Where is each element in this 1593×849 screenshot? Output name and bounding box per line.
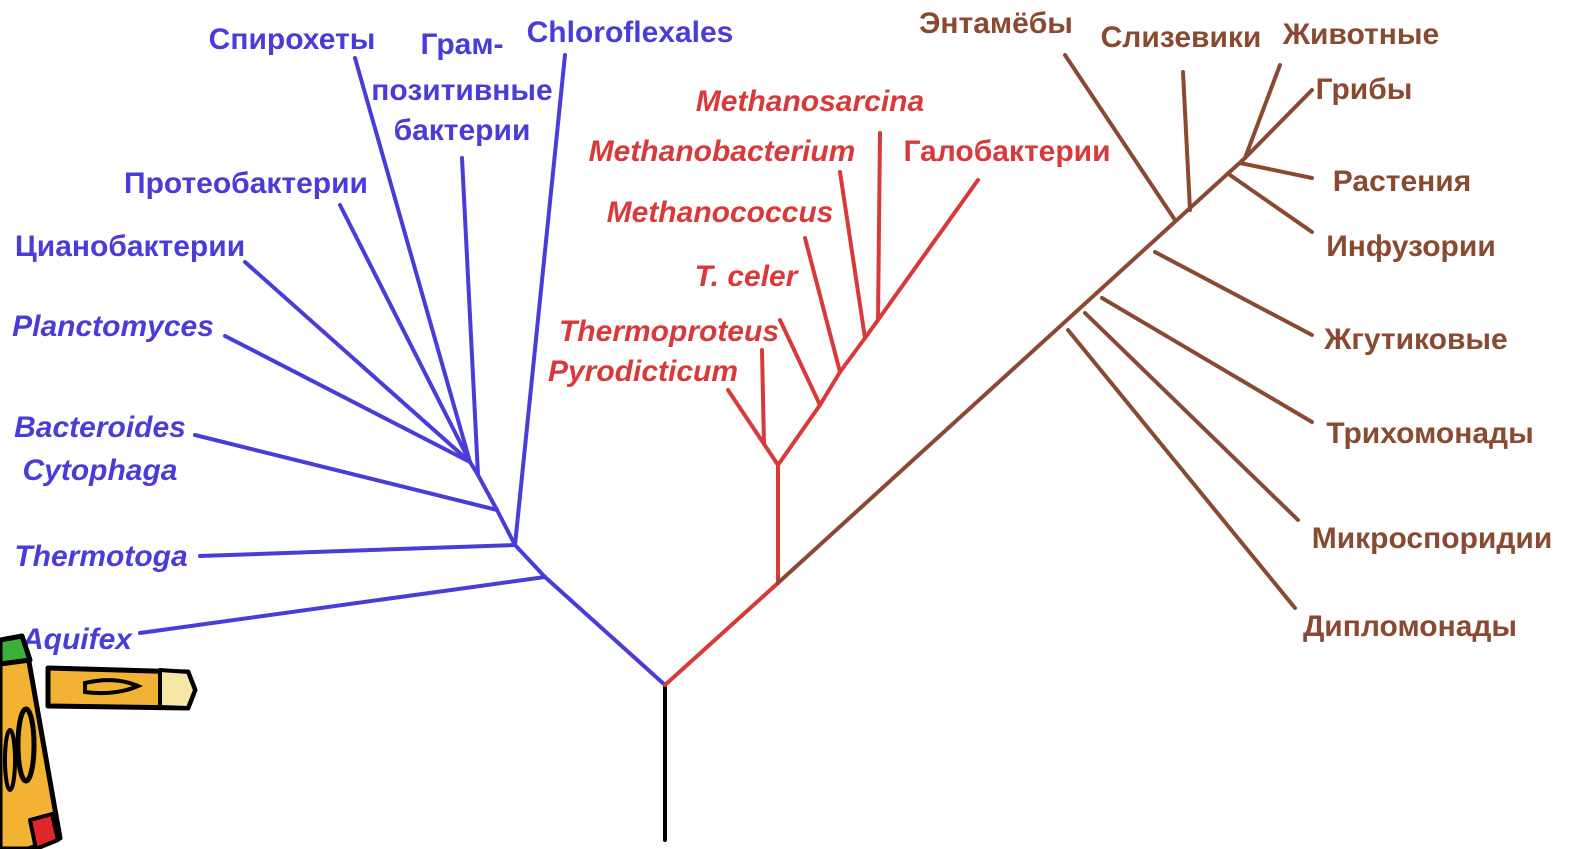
branch-plants [1240, 163, 1312, 178]
branch-methanosarcina [878, 133, 880, 320]
label-methanococcus: Methanococcus [607, 196, 834, 229]
label-microsporidia: Микроспоридии [1312, 522, 1553, 555]
label-flagellates: Жгутиковые [1323, 323, 1508, 356]
branch-fungi [1245, 90, 1312, 158]
label-spirochetes: Спирохеты [209, 23, 376, 56]
label-thermotoga: Thermotoga [14, 540, 187, 573]
branch-animals [1245, 65, 1280, 158]
label-aquifex: Aquifex [21, 623, 133, 656]
branch-thermoproteus [762, 350, 764, 444]
label-ciliates: Инфузории [1326, 230, 1496, 263]
archaea-inner-4 [840, 338, 865, 372]
label-trichomonads: Трихомонады [1326, 417, 1533, 450]
label-thermoproteus: Thermoproteus [559, 315, 779, 348]
label-fungi: Грибы [1316, 73, 1413, 106]
label-gram-positive-line1: Грам- [420, 28, 503, 61]
archaea-stem [665, 583, 778, 685]
label-proteobacteria: Протеобактерии [124, 167, 368, 200]
label-methanobacterium: Methanobacterium [589, 135, 856, 168]
label-methanosarcina: Methanosarcina [696, 85, 924, 118]
branch-diplomonads [1068, 330, 1295, 608]
label-chloroflexales: Chloroflexales [527, 16, 734, 49]
archaea-inner-2 [778, 405, 820, 465]
label-gram-positive-line3: бактерии [394, 114, 531, 147]
branch-gram-positive [462, 158, 478, 475]
label-entamoebae: Энтамёбы [919, 7, 1073, 40]
label-cytophaga: Cytophaga [22, 454, 177, 487]
branch-halobacteria [878, 180, 978, 320]
label-slime-molds: Слизевики [1101, 21, 1262, 54]
branch-thermotoga [200, 545, 515, 556]
label-diplomonads: Дипломонады [1303, 610, 1517, 643]
archaea-inner-3 [820, 372, 840, 405]
label-t-celer: T. celer [695, 260, 800, 293]
branch-methanobacterium [840, 172, 865, 338]
bacteria-inner-1 [515, 545, 545, 577]
bacteria-stem [545, 577, 665, 685]
branch-slime-molds [1183, 72, 1190, 210]
branch-proteobacteria [340, 205, 470, 462]
branch-t-celer [780, 320, 820, 405]
label-cyanobacteria: Цианобактерии [15, 230, 245, 263]
bacteria-inner-2 [497, 510, 515, 545]
branch-pyrodicticum [728, 390, 778, 465]
branch-ciliates [1230, 175, 1312, 232]
branch-microsporidia [1085, 313, 1298, 520]
label-planctomyces: Planctomyces [12, 310, 214, 343]
archaea-inner-5 [865, 320, 878, 338]
label-bacteroides: Bacteroides [14, 411, 186, 444]
label-halobacteria: Галобактерии [903, 135, 1110, 168]
label-gram-positive-line2: позитивные [371, 74, 552, 107]
branch-aquifex [140, 577, 545, 633]
branch-methanococcus [805, 238, 840, 372]
label-plants: Растения [1333, 165, 1471, 198]
pencil-clipart-icon [0, 636, 195, 849]
branch-flagellates [1155, 252, 1312, 335]
label-pyrodicticum: Pyrodicticum [548, 355, 738, 388]
label-animals: Животные [1282, 18, 1439, 51]
